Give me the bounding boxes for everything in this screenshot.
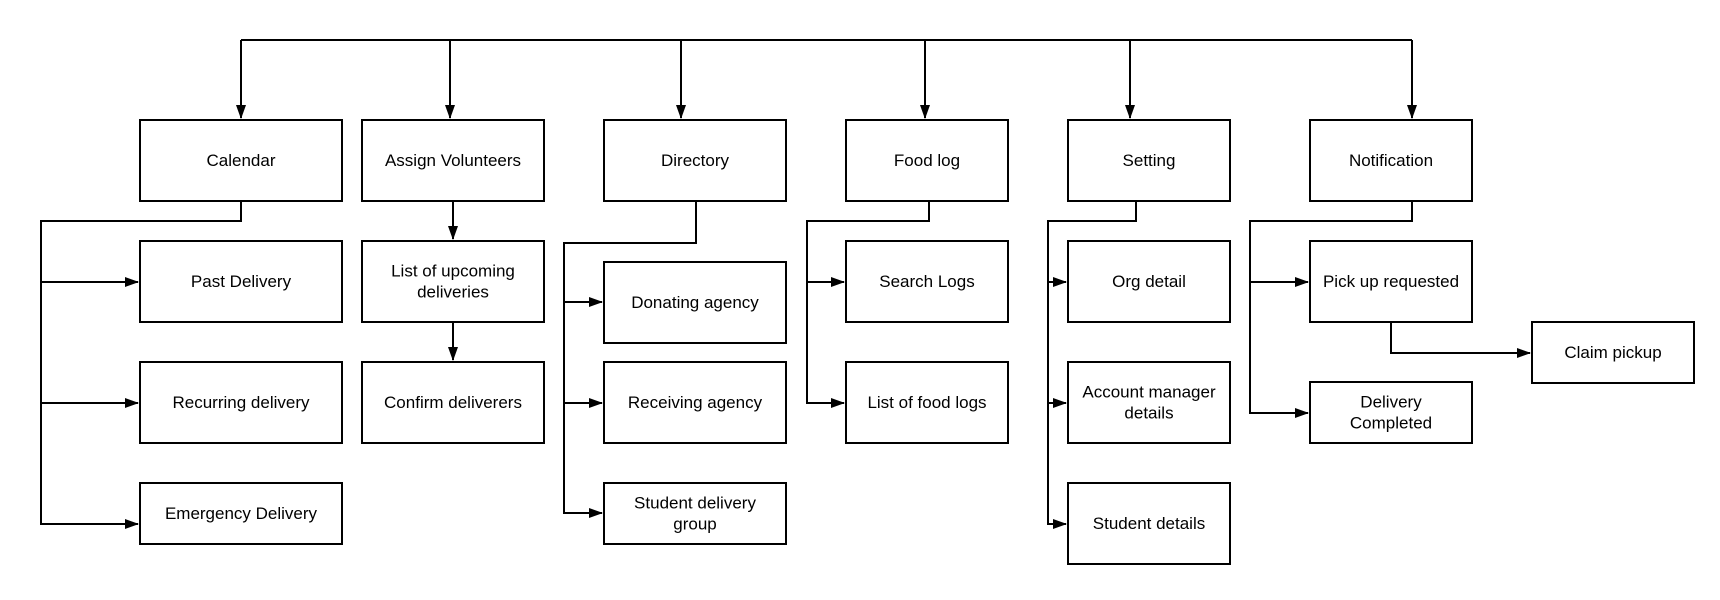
node-box — [1531, 321, 1695, 384]
node-past-delivery: Past Delivery — [139, 240, 343, 323]
edge-notification-to-delivery-completed — [1249, 282, 1309, 418]
node-box — [361, 361, 545, 444]
node-box — [1309, 119, 1473, 202]
edge-setting-to-org-detail — [1047, 201, 1137, 287]
node-label: Food log — [894, 151, 960, 170]
node-label: Notification — [1349, 151, 1433, 170]
node-box — [845, 361, 1009, 444]
node-label: Pick up requested — [1323, 272, 1459, 291]
edge-food-log-to-list-of-food-logs — [806, 282, 845, 408]
connector-lines — [40, 39, 1531, 529]
node-box — [845, 119, 1009, 202]
node-confirm-deliverers: Confirm deliverers — [361, 361, 545, 444]
node-org-detail: Org detail — [1067, 240, 1231, 323]
edge-calendar-to-recurring-delivery — [40, 282, 139, 408]
node-box — [1067, 119, 1231, 202]
node-search-logs: Search Logs — [845, 240, 1009, 323]
node-label: Donating agency — [631, 293, 759, 312]
node-label: Account manager — [1082, 383, 1216, 402]
node-label: deliveries — [417, 283, 489, 302]
node-box — [139, 482, 343, 545]
node-label: List of upcoming — [391, 262, 515, 281]
node-box — [603, 482, 787, 545]
node-box — [139, 240, 343, 323]
node-emergency-delivery: Emergency Delivery — [139, 482, 343, 545]
node-label: List of food logs — [867, 393, 986, 412]
node-box — [1309, 381, 1473, 444]
node-calendar: Calendar — [139, 119, 343, 202]
edge-food-log-to-search-logs — [806, 201, 930, 287]
node-label: Completed — [1350, 414, 1432, 433]
node-donating-agency: Donating agency — [603, 261, 787, 344]
node-notification: Notification — [1309, 119, 1473, 202]
node-label: Confirm deliverers — [384, 393, 522, 412]
node-box — [1067, 361, 1231, 444]
node-box — [1067, 482, 1231, 565]
node-box — [1067, 240, 1231, 323]
node-food-log: Food log — [845, 119, 1009, 202]
node-recurring-delivery: Recurring delivery — [139, 361, 343, 444]
node-label: Directory — [661, 151, 730, 170]
node-setting: Setting — [1067, 119, 1231, 202]
node-label: Setting — [1123, 151, 1176, 170]
node-label: Calendar — [207, 151, 276, 170]
node-directory: Directory — [603, 119, 787, 202]
node-student-delivery-group: Student delivery group — [603, 482, 787, 545]
node-label: details — [1124, 404, 1173, 423]
node-account-manager-details: Account manager details — [1067, 361, 1231, 444]
node-claim-pickup: Claim pickup — [1531, 321, 1695, 384]
node-label: Delivery — [1360, 393, 1422, 412]
edge-setting-to-account-manager-details — [1047, 282, 1067, 408]
node-box — [139, 119, 343, 202]
edge-notification-to-pick-up-requested — [1249, 201, 1413, 287]
edge-pick-up-requested-to-claim-pickup — [1390, 322, 1531, 358]
node-box — [361, 119, 545, 202]
node-box — [361, 240, 545, 323]
node-box — [603, 261, 787, 344]
node-label: Receiving agency — [628, 393, 763, 412]
edge-directory-to-donating-agency — [563, 201, 697, 307]
node-list-of-food-logs: List of food logs — [845, 361, 1009, 444]
node-upcoming-deliveries: List of upcoming deliveries — [361, 240, 545, 323]
node-label: Past Delivery — [191, 272, 292, 291]
node-box — [603, 361, 787, 444]
edge-calendar-to-emergency-delivery — [40, 403, 139, 529]
node-label: Student details — [1093, 514, 1205, 533]
node-label: Student delivery — [634, 494, 756, 513]
edge-directory-to-receiving-agency — [563, 302, 603, 408]
node-pick-up-requested: Pick up requested — [1309, 240, 1473, 323]
node-receiving-agency: Receiving agency — [603, 361, 787, 444]
edge-directory-to-student-delivery-group — [563, 403, 603, 518]
node-box — [603, 119, 787, 202]
node-box — [1309, 240, 1473, 323]
node-box — [139, 361, 343, 444]
node-label: Recurring delivery — [173, 393, 310, 412]
node-label: Claim pickup — [1564, 343, 1661, 362]
edge-calendar-to-past-delivery — [40, 201, 242, 287]
node-label: Search Logs — [879, 272, 974, 291]
node-student-details: Student details — [1067, 482, 1231, 565]
node-label: Emergency Delivery — [165, 504, 318, 523]
node-label: Org detail — [1112, 272, 1186, 291]
node-box — [845, 240, 1009, 323]
node-label: group — [673, 515, 716, 534]
node-assign-volunteers: Assign Volunteers — [361, 119, 545, 202]
edge-setting-to-student-details — [1047, 403, 1067, 529]
node-label: Assign Volunteers — [385, 151, 521, 170]
